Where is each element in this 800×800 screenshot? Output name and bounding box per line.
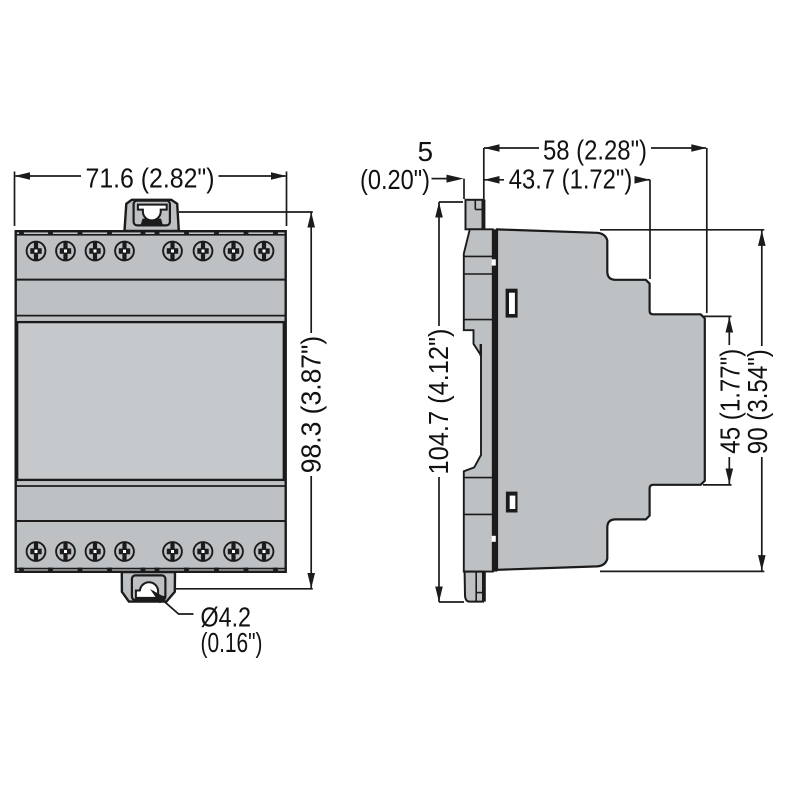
svg-text:Ø4.2: Ø4.2: [201, 602, 252, 633]
svg-text:45 (1.77"): 45 (1.77"): [715, 349, 746, 454]
svg-text:(0.20"): (0.20"): [360, 164, 430, 195]
svg-text:90 (3.54"): 90 (3.54"): [742, 349, 773, 454]
svg-text:98.3 (3.87"): 98.3 (3.87"): [296, 336, 327, 474]
svg-text:43.7 (1.72"): 43.7 (1.72"): [509, 164, 633, 195]
svg-text:104.7 (4.12"): 104.7 (4.12"): [423, 329, 454, 475]
svg-text:71.6 (2.82"): 71.6 (2.82"): [86, 163, 215, 194]
svg-text:58 (2.28"): 58 (2.28"): [543, 135, 647, 166]
svg-text:(0.16"): (0.16"): [201, 627, 263, 658]
svg-text:5: 5: [418, 136, 434, 167]
